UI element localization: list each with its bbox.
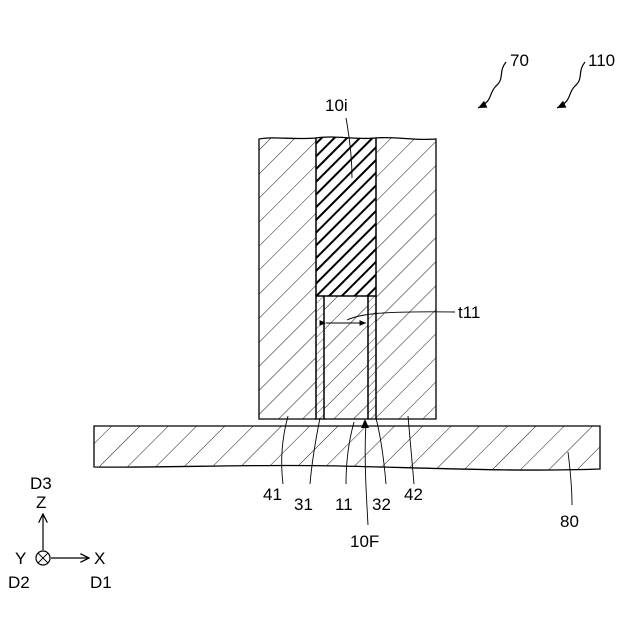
label-11: 11 bbox=[335, 495, 353, 514]
label-70: 70 bbox=[510, 51, 529, 70]
label-32: 32 bbox=[372, 495, 391, 514]
label-10i: 10i bbox=[325, 96, 348, 115]
label-80: 80 bbox=[560, 512, 579, 531]
label-31: 31 bbox=[294, 495, 313, 514]
layer-42 bbox=[376, 138, 436, 419]
label-110: 110 bbox=[588, 51, 615, 70]
axis-indicator: D3 Z Y X D2 D1 bbox=[8, 474, 112, 592]
axis-label-d3: D3 bbox=[30, 474, 52, 493]
core-11 bbox=[324, 296, 368, 419]
arrow-70 bbox=[478, 62, 506, 108]
label-t11: t11 bbox=[458, 303, 480, 322]
layer-31 bbox=[316, 296, 324, 419]
surface-10F-marker bbox=[361, 419, 369, 428]
axis-label-d1: D1 bbox=[90, 573, 112, 592]
label-42: 42 bbox=[404, 485, 423, 504]
insulator-10i bbox=[316, 137, 376, 296]
axis-label-y: Y bbox=[15, 549, 26, 568]
layer-41 bbox=[259, 138, 316, 419]
arrow-110 bbox=[557, 62, 585, 108]
label-41: 41 bbox=[263, 485, 282, 504]
axis-label-z: Z bbox=[36, 493, 46, 512]
label-10F: 10F bbox=[350, 532, 379, 551]
axis-label-x: X bbox=[94, 549, 105, 568]
axis-label-d2: D2 bbox=[8, 573, 30, 592]
